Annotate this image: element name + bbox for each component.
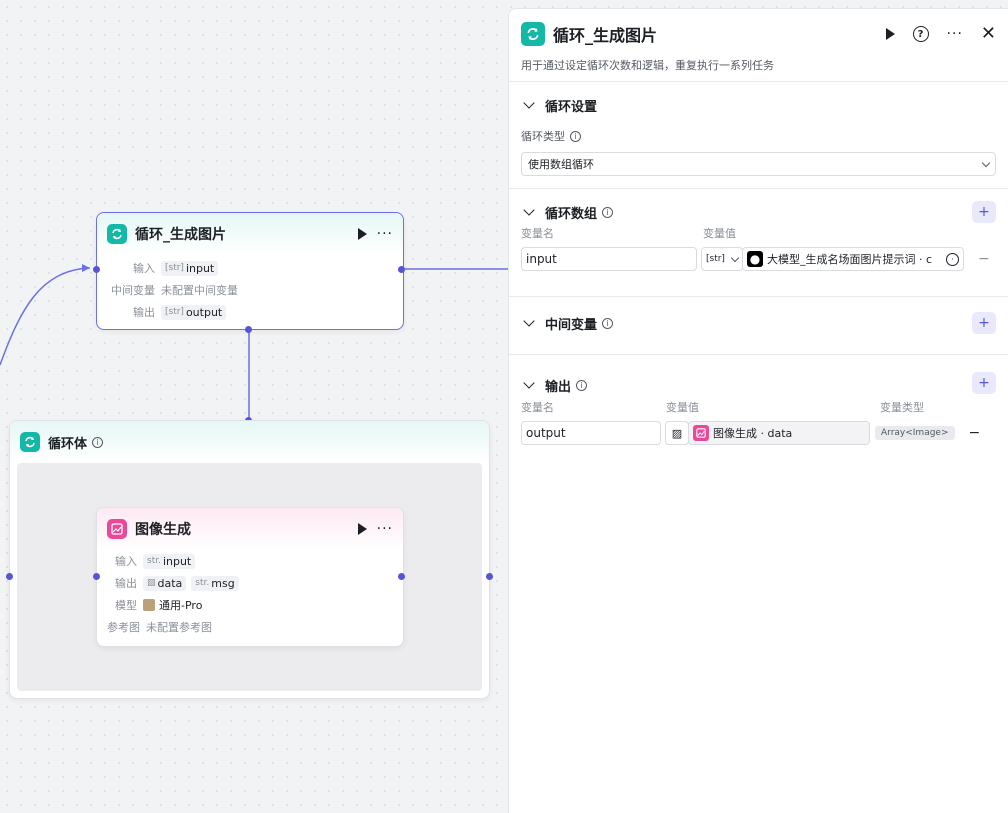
loop-out-port[interactable] xyxy=(398,266,405,273)
image-input-chip: str.input xyxy=(143,553,196,569)
edge-into-loop xyxy=(0,267,91,366)
loop-input-row: 输入 [str]input xyxy=(107,257,393,279)
clock-icon[interactable]: · xyxy=(946,252,959,266)
chevron-down-icon[interactable] xyxy=(523,97,535,109)
image-gen-title: 图像生成 xyxy=(135,522,191,538)
loop-array-header[interactable]: 循环数组 i xyxy=(521,189,996,235)
close-icon[interactable]: ✕ xyxy=(980,23,996,44)
remove-row-icon[interactable]: − xyxy=(978,251,990,267)
loop-mid-row: 中间变量 未配置中间变量 xyxy=(111,284,238,297)
image-in-port[interactable] xyxy=(93,573,100,580)
loop-node-title: 循环_生成图片 xyxy=(135,227,226,243)
config-panel: 循环_生成图片 ? ··· ✕ 用于通过设定循环次数和逻辑，重复执行一系列任务 … xyxy=(508,8,1008,813)
info-icon[interactable]: i xyxy=(576,379,588,391)
image-icon xyxy=(693,425,709,441)
section-output: 输出 i + 变量名 变量值 变量类型 output ▨ 图像生成 · data… xyxy=(509,355,1008,475)
image-gen-node[interactable]: 图像生成 ··· 输入 str.input 输出 ▨data str.msg 模… xyxy=(96,507,404,647)
loop-node[interactable]: 循环_生成图片 ··· 输入 [str]input 中间变量 未配置中间变量 输… xyxy=(96,212,404,330)
loop-body-header: 循环体 i xyxy=(10,421,489,463)
more-icon[interactable]: ··· xyxy=(946,26,963,42)
add-output-button[interactable]: + xyxy=(972,372,996,394)
panel-title[interactable]: 循环_生成图片 xyxy=(553,26,658,45)
loop-body-out-port[interactable] xyxy=(486,573,493,580)
run-icon[interactable] xyxy=(357,523,367,535)
loop-var-type-select[interactable]: [str] xyxy=(701,247,743,271)
loop-icon xyxy=(521,22,545,46)
chevron-down-icon[interactable] xyxy=(523,204,535,216)
chevron-down-icon[interactable] xyxy=(523,315,535,327)
loop-icon xyxy=(20,432,40,452)
loop-type-select[interactable]: 使用数组循环 xyxy=(521,152,996,176)
remove-row-icon[interactable]: − xyxy=(968,425,981,441)
image-model-row: 模型 通用-Pro xyxy=(115,599,203,612)
loop-body-port-top[interactable] xyxy=(245,326,252,333)
info-icon[interactable]: i xyxy=(602,317,614,329)
loop-body-title: 循环体 xyxy=(48,436,88,452)
image-gen-header: 图像生成 ··· xyxy=(97,508,403,550)
image-out-port[interactable] xyxy=(398,573,405,580)
col-var-value: 变量值 xyxy=(703,227,736,240)
info-icon[interactable]: i xyxy=(570,130,581,142)
section-mid-vars: 中间变量 i + xyxy=(509,297,1008,355)
col-var-type: 变量类型 xyxy=(880,401,924,414)
info-icon[interactable]: i xyxy=(602,206,614,218)
llm-icon: ● xyxy=(747,251,763,267)
section-loop-array: 循环数组 i + 变量名 变量值 input [str] ● 大模型_生成名场面… xyxy=(509,189,1008,297)
image-output-chip-data: ▨data xyxy=(143,575,187,591)
output-ref-type-button[interactable]: ▨ xyxy=(665,421,689,445)
loop-body-in-port[interactable] xyxy=(6,573,13,580)
loop-output-row: 输出 [str]output xyxy=(107,301,393,323)
more-icon[interactable]: ··· xyxy=(376,226,393,242)
chevron-down-icon xyxy=(730,253,740,262)
more-icon[interactable]: ··· xyxy=(376,521,393,537)
loop-icon xyxy=(107,224,127,244)
section-loop-settings: 循环设置 循环类型 i 使用数组循环 xyxy=(509,82,1008,189)
output-header[interactable]: 输出 i xyxy=(521,355,996,411)
loop-node-header: 循环_生成图片 ··· xyxy=(97,213,403,255)
col-var-value: 变量值 xyxy=(666,401,699,414)
panel-header: 循环_生成图片 ? ··· ✕ 用于通过设定循环次数和逻辑，重复执行一系列任务 xyxy=(509,9,1008,82)
col-var-name: 变量名 xyxy=(521,227,554,240)
image-output-row: 输出 ▨data str.msg xyxy=(107,572,393,594)
picture-icon: ▨ xyxy=(671,426,683,440)
loop-var-name-input[interactable]: input xyxy=(521,247,697,271)
run-icon[interactable] xyxy=(885,28,895,40)
model-avatar-icon xyxy=(143,599,155,611)
panel-description[interactable]: 用于通过设定循环次数和逻辑，重复执行一系列任务 xyxy=(521,59,774,72)
loop-settings-header[interactable]: 循环设置 xyxy=(521,82,996,128)
workflow-canvas[interactable]: 循环_生成图片 ··· 输入 [str]input 中间变量 未配置中间变量 输… xyxy=(0,0,508,813)
add-loop-array-button[interactable]: + xyxy=(972,201,996,223)
chevron-down-icon xyxy=(981,158,991,167)
output-var-name-input[interactable]: output xyxy=(521,421,661,445)
run-icon[interactable] xyxy=(357,228,367,240)
image-output-chip-msg: str.msg xyxy=(191,575,239,591)
mid-vars-header[interactable]: 中间变量 i xyxy=(521,297,996,349)
output-var-ref-input[interactable]: 图像生成 · data xyxy=(688,421,870,445)
help-icon[interactable]: ? xyxy=(912,26,929,42)
col-var-name: 变量名 xyxy=(521,401,554,414)
loop-var-ref-input[interactable]: ● 大模型_生成名场面图片提示词 · c · xyxy=(742,247,964,271)
image-input-row: 输入 str.input xyxy=(107,550,393,572)
info-icon[interactable]: i xyxy=(92,436,104,448)
loop-type-label: 循环类型 xyxy=(521,130,565,143)
image-ref-row: 参考图 未配置参考图 xyxy=(107,621,212,634)
output-type-badge: Array<Image> xyxy=(875,426,955,440)
chevron-down-icon[interactable] xyxy=(523,377,535,389)
loop-in-port[interactable] xyxy=(93,266,100,273)
loop-input-chip: [str]input xyxy=(161,260,219,276)
image-icon xyxy=(107,519,127,539)
picture-icon: ▨ xyxy=(147,578,156,588)
add-mid-var-button[interactable]: + xyxy=(972,312,996,334)
loop-output-chip: [str]output xyxy=(161,304,227,320)
